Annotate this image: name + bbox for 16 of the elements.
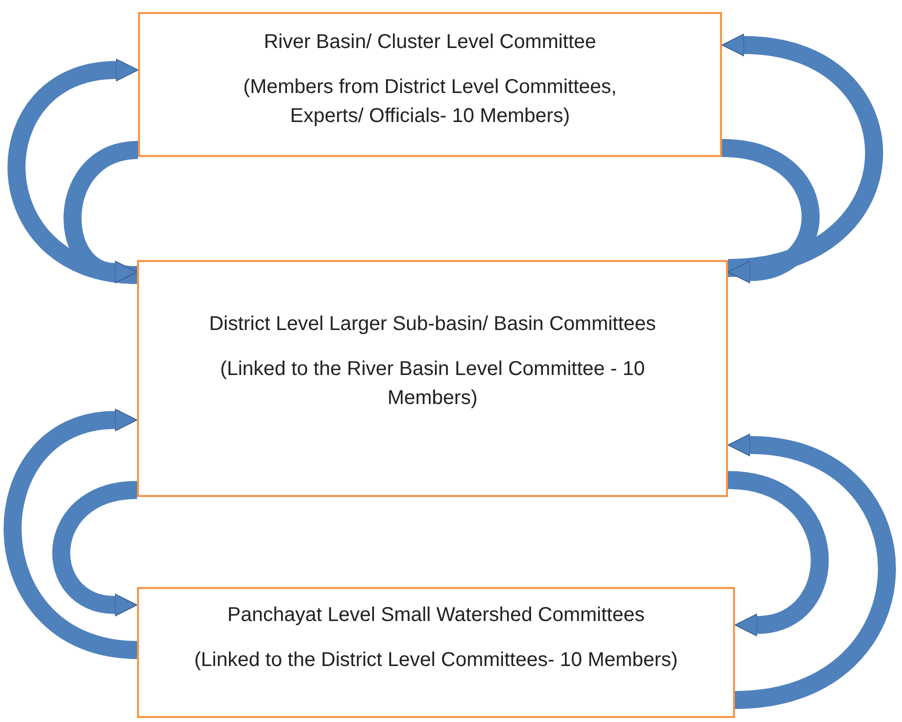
committee-description: (Linked to the River Basin Level Committee - 10 Members) (219, 357, 646, 411)
committee-title: District Level Larger Sub-basin/ Basin Committees (209, 312, 656, 337)
curved-arrow (722, 34, 883, 277)
curved-arrow (8, 58, 138, 284)
curved-arrow (4, 408, 138, 659)
committee-description: (Linked to the District Level Committees- 10 Members) (194, 648, 678, 673)
committee-box (137, 260, 728, 497)
committee-title: Panchayat Level Small Watershed Committees (227, 603, 645, 628)
curved-arrow (727, 471, 828, 636)
curved-arrow (721, 139, 820, 284)
curved-arrow (64, 141, 140, 284)
committee-title: River Basin/ Cluster Level Committee (264, 30, 596, 55)
curved-arrow (728, 434, 896, 709)
committee-box (137, 587, 735, 718)
committee-description: (Members from District Level Committees, Experts/ Officials- 10 Members) (242, 75, 618, 129)
committee-box (138, 12, 722, 157)
